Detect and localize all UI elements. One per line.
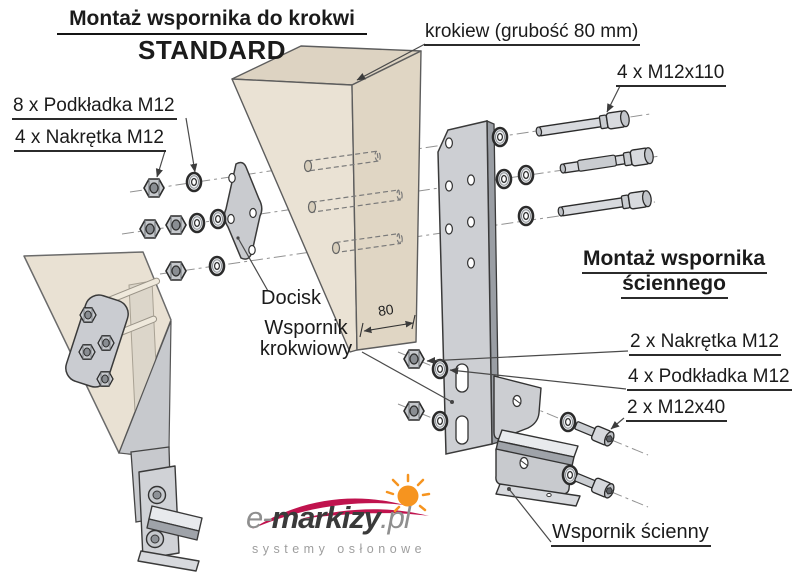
leader-bolts-short [610, 417, 625, 430]
callout-wall-bracket: Wspornik ścienny [551, 522, 711, 547]
hex-bolt-head [79, 307, 97, 323]
leader-washers4 [449, 367, 627, 390]
washer [431, 358, 449, 380]
leader-nuts2 [426, 350, 629, 365]
page-subtitle: STANDARD [138, 35, 286, 65]
leader-lines [155, 43, 629, 543]
section-wall-title-text2: ściennego [621, 272, 728, 299]
leader-dot [450, 400, 454, 404]
washer [559, 411, 577, 433]
assembled-wall-bracket [137, 465, 203, 572]
hex-nut [165, 261, 187, 281]
washer [517, 164, 535, 186]
logo-swoosh-tail [300, 509, 429, 519]
washer [495, 168, 513, 190]
washer [431, 410, 449, 432]
hex-nut [139, 219, 161, 239]
logo-swoosh [252, 498, 404, 529]
logo-graphic [252, 473, 431, 529]
assembled-pressure-plate [65, 294, 129, 388]
callout-washers-4: 4 x Podkładka M12 [627, 367, 792, 391]
leader-rafter-bracket [361, 351, 453, 403]
logo-prefix: e- [246, 500, 273, 535]
callout-bolts-m12x110: 4 x M12x110 [616, 63, 727, 87]
bolt-m12x110 [556, 189, 653, 221]
section-wall-title-line2: ściennego [552, 272, 797, 299]
rafter-beam [231, 45, 422, 353]
dimension-80-label: 80 [376, 300, 395, 320]
assembled-view [23, 251, 203, 572]
hex-bolt-head [78, 344, 96, 360]
callout-nuts-4: 4 x Nakrętka M12 [14, 128, 166, 152]
pressure-plate [223, 161, 263, 260]
callout-pressure-plate: Docisk [261, 287, 322, 309]
assembled-bolt-heads [145, 485, 167, 549]
section-wall-title-text1: Montaż wspornika [581, 247, 768, 274]
washer [185, 171, 203, 193]
leader-docisk [237, 237, 269, 292]
spacer-sleeve [577, 154, 617, 172]
callout-nuts-2: 2 x Nakrętka M12 [629, 332, 781, 356]
leader-bolts-long [606, 85, 621, 113]
callout-rafter-bracket-line2: krokwiowy [259, 338, 353, 360]
socket-bolt-m12x40 [572, 417, 617, 448]
section-wall-title-line1: Montaż wspornika [552, 247, 797, 274]
logo-tagline: systemy osłonowe [252, 542, 427, 556]
leader-washers8 [185, 117, 198, 173]
hex-nut [143, 178, 165, 198]
socket-bolt-m12x40 [572, 469, 617, 500]
dimension-80 [359, 314, 416, 338]
washers-mid [491, 126, 535, 227]
washer [517, 205, 535, 227]
page-title: Montaż wspornika do krokwi [57, 7, 367, 36]
callout-bolts-m12x40: 2 x M12x40 [626, 398, 728, 422]
leader-nuts4 [155, 150, 166, 178]
washer [188, 212, 206, 234]
beam-front-face [351, 50, 422, 351]
washer [208, 255, 226, 277]
hex-nut [403, 349, 425, 369]
bolt-m12x110 [534, 109, 631, 141]
rafter-bracket [437, 120, 500, 455]
logo-wordmark: e-markizy.pl [246, 500, 411, 535]
leader-wall-bracket [508, 488, 552, 543]
hex-nut [403, 401, 425, 421]
callout-washers-8: 8 x Podkładka M12 [12, 96, 177, 120]
wall-bracket-exploded [403, 349, 617, 507]
hex-bolt-head [96, 371, 114, 387]
leader-rafter [356, 43, 426, 81]
callout-rafter: krokiew (grubość 80 mm) [424, 22, 641, 46]
washer [209, 208, 227, 230]
logo-suffix: .pl [380, 500, 411, 535]
callout-rafter-bracket-line1: Wspornik [264, 317, 348, 339]
hex-nut [165, 215, 187, 235]
nuts-and-washers-left [139, 171, 227, 281]
sun-icon [385, 473, 431, 513]
bolts-m12x110 [534, 109, 655, 221]
hex-bolt-head [97, 335, 115, 351]
washer [491, 126, 509, 148]
logo-brand: markizy [271, 500, 381, 535]
leader-dot [507, 487, 511, 491]
wall-bracket [493, 375, 581, 507]
